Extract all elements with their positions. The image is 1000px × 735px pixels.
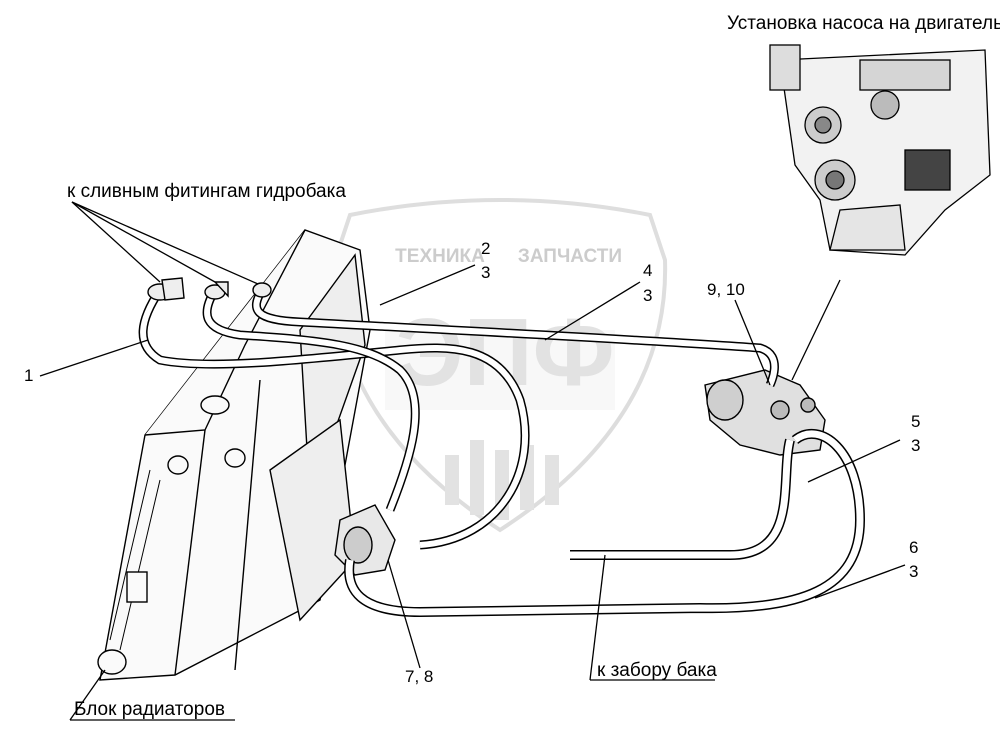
pump-7-8: [334, 504, 396, 576]
callout-1: 1: [24, 366, 34, 385]
callout-5: 5: [911, 412, 921, 431]
callout-2: 2: [481, 239, 491, 258]
hoses: [138, 287, 866, 618]
pump-9-10: [704, 369, 826, 456]
watermark-line1: ТЕХНИКА: [395, 246, 485, 267]
watermark-line2: ЗАПЧАСТИ: [518, 246, 622, 267]
radiator-block: [97, 229, 371, 681]
callout-6-sub: 3: [909, 562, 919, 581]
leader-lines: [39, 201, 906, 721]
callout-2-sub: 3: [481, 263, 491, 282]
engine-illustration: [769, 44, 991, 256]
callout-7-8: 7, 8: [405, 667, 434, 686]
title-label: Установка насоса на двигатель: [727, 13, 1000, 34]
tank-intake-label: к забору бака: [597, 660, 717, 681]
radiator-block-label: Блок радиаторов: [74, 699, 225, 720]
drain-fittings-label: к сливным фитингам гидробака: [67, 181, 346, 202]
callout-4-sub: 3: [643, 286, 653, 305]
drain-fittings: [147, 277, 272, 301]
callout-5-sub: 3: [911, 436, 921, 455]
callout-6: 6: [909, 538, 919, 557]
callout-9-10: 9, 10: [707, 280, 745, 299]
callout-4: 4: [643, 261, 653, 280]
